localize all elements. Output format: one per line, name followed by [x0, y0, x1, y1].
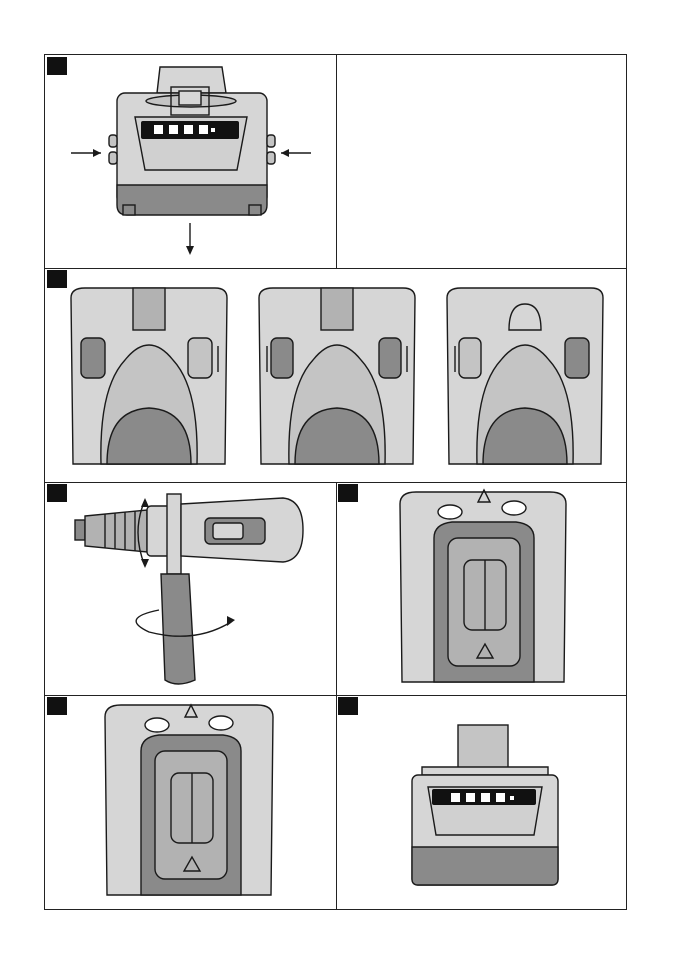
manual-figure-sheet	[44, 54, 627, 910]
panel-4-gear-selector-high	[336, 482, 626, 695]
panel-5-gear-selector-low	[45, 695, 336, 909]
gear-selector-high-illustration	[336, 482, 626, 695]
switch-view-center	[259, 288, 415, 464]
gear-selector-low-illustration	[45, 695, 336, 909]
battery-indicator-illustration	[336, 695, 626, 909]
switch-view-left	[71, 288, 227, 464]
panel-6-battery-indicator	[336, 695, 626, 909]
panel-empty	[336, 55, 626, 268]
panel-3-side-handle	[45, 482, 336, 695]
side-handle-illustration	[45, 482, 336, 695]
panel-1-battery-release	[45, 55, 336, 268]
battery-release-illustration	[45, 55, 336, 268]
switch-positions-illustration	[45, 268, 626, 482]
switch-view-right	[447, 288, 603, 464]
panel-2-switch-positions	[45, 268, 626, 482]
